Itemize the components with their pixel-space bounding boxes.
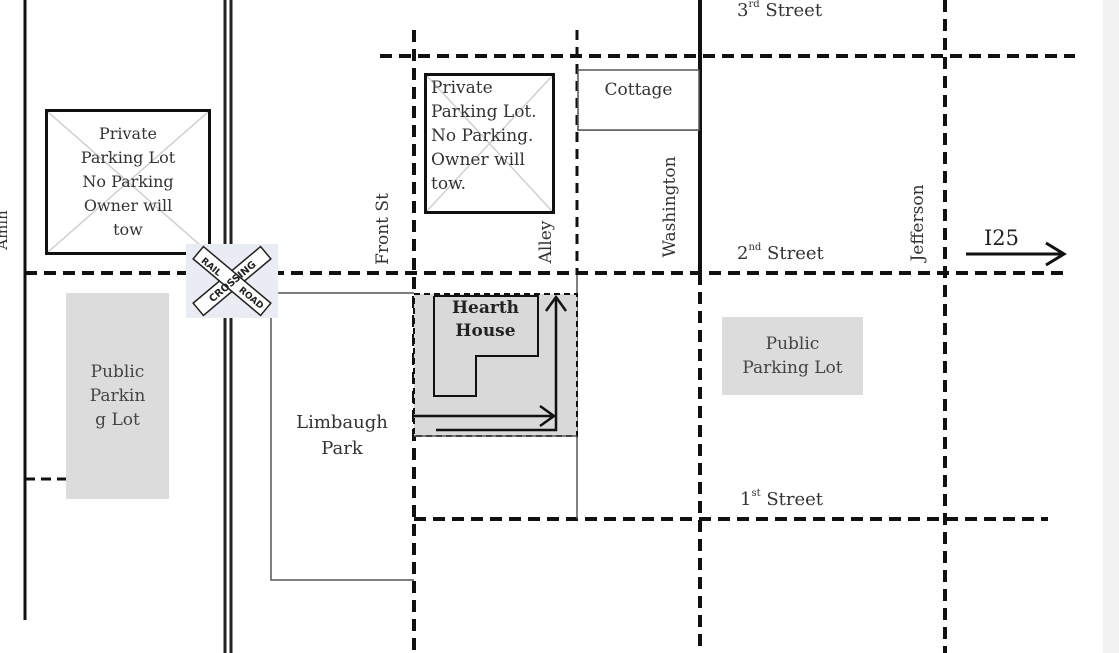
private-parking-sign-center: Private Parking Lot. No Parking. Owner w… — [424, 73, 555, 214]
washington-label: Washington — [660, 156, 680, 258]
alley-label: Alley — [536, 220, 556, 264]
i25-label: I25 — [984, 226, 1020, 250]
right-edge-strip — [1103, 0, 1119, 653]
public-parking-lot-left: Public Parkin g Lot — [66, 293, 169, 499]
hearth-house-label: Hearth House — [433, 297, 538, 349]
sign-text-line: Owner will — [431, 150, 525, 170]
street-number: 1 — [740, 489, 752, 510]
sign-text-line: Parking Lot. — [431, 102, 537, 122]
street-suffix: rd — [748, 0, 760, 10]
crossbuck-icon: CROSSING RAIL ROAD — [192, 245, 272, 317]
sign-text-line: Private — [98, 124, 157, 143]
first-street-label: 1st Street — [740, 488, 824, 510]
lot-label-line: Public — [765, 334, 820, 354]
street-suffix: nd — [748, 242, 762, 253]
lot-label-line: g Lot — [95, 410, 140, 430]
sign-text-line: Private — [431, 78, 493, 98]
street-name: Street — [759, 0, 823, 21]
street-suffix: st — [751, 488, 761, 499]
sign-text-line: No Parking. — [431, 126, 534, 146]
cottage-label: Cottage — [604, 80, 673, 100]
limbaugh-park-outline — [270, 292, 414, 581]
lot-label-line: Parkin — [89, 386, 146, 406]
railroad-crossing-sign: CROSSING RAIL ROAD — [186, 244, 278, 318]
sign-cross-mark — [427, 76, 552, 211]
sign-text-line: tow. — [431, 174, 467, 194]
private-parking-sign-left: Private Parking Lot No Parking Owner wil… — [45, 109, 211, 255]
route-arrow-head-up — [544, 294, 568, 312]
lot-label-line: Parking Lot — [742, 358, 843, 378]
hearth-line: House — [455, 321, 516, 341]
park-line: Limbaugh — [296, 412, 388, 433]
third-street-label: 3rd Street — [737, 0, 822, 21]
sign-text-line: tow — [113, 220, 143, 239]
sign-cross-mark — [48, 112, 208, 252]
route-arrow-head-right — [539, 404, 557, 428]
street-number: 3 — [737, 0, 749, 21]
public-parking-lot-right: Public Parking Lot — [722, 317, 863, 395]
park-line: Park — [321, 438, 363, 459]
left-edge-street-label: Amin — [0, 210, 11, 250]
hearth-house-building — [433, 295, 539, 397]
street-number: 2 — [737, 243, 749, 264]
jefferson-label: Jefferson — [908, 184, 928, 262]
sign-text-line: No Parking — [82, 172, 174, 191]
sign-text-line: Owner will — [83, 196, 173, 215]
street-name: Street — [760, 489, 824, 510]
route-arrow-up — [436, 297, 558, 432]
sign-text-line: Parking Lot — [80, 148, 176, 167]
i25-arrow-head — [1045, 241, 1067, 267]
limbaugh-park-label: Limbaugh Park — [284, 410, 400, 462]
lot-label-line: Public — [90, 362, 145, 382]
second-street-label: 2nd Street — [737, 242, 824, 264]
hearth-line: Hearth — [451, 298, 520, 318]
front-street-label: Front St — [373, 193, 393, 265]
cottage-box — [577, 69, 700, 131]
street-name: Street — [761, 243, 824, 264]
